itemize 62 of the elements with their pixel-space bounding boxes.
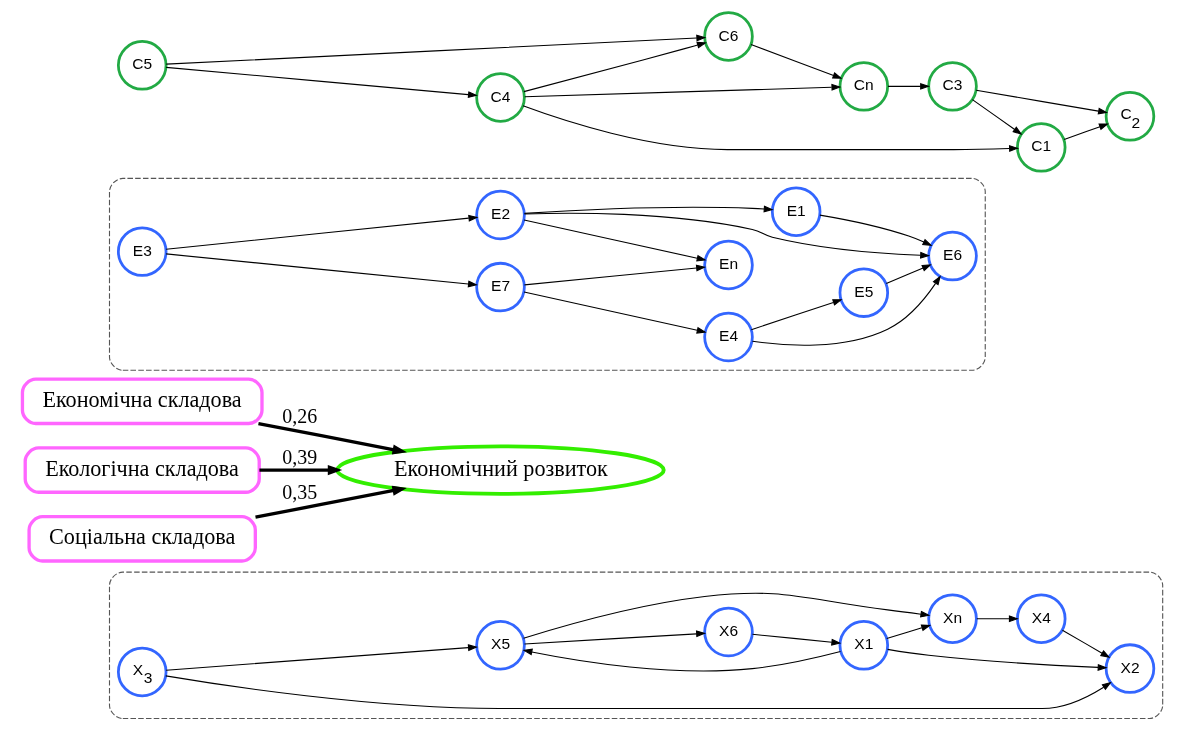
edge-label: 0,26	[281, 404, 317, 427]
arrow	[522, 105, 1019, 153]
arrow	[523, 219, 707, 262]
arrow	[885, 624, 931, 640]
arrow	[165, 644, 478, 671]
node-circle: E2	[474, 189, 526, 241]
arrow	[522, 41, 707, 93]
arrow	[164, 675, 1112, 710]
node-circle: E6	[926, 230, 978, 282]
arrow	[886, 648, 1108, 671]
arrow	[521, 648, 841, 672]
arrow	[749, 43, 842, 79]
node-circle: C1	[1015, 122, 1066, 173]
node-circle: En	[702, 239, 754, 291]
arrow	[751, 633, 841, 646]
node-box: Екологічна складова	[23, 446, 261, 494]
arrow	[165, 34, 706, 65]
arrow	[165, 253, 478, 288]
node-circle: E3	[116, 226, 167, 277]
arrow	[887, 82, 930, 90]
arrow	[885, 264, 932, 285]
arrow	[523, 83, 841, 98]
edge-label: 0,35	[281, 481, 317, 504]
node-circle: Cn	[838, 61, 889, 112]
arrow	[523, 212, 930, 259]
arrow	[523, 205, 774, 214]
node-circle: Xn	[926, 593, 978, 644]
node-circle: E4	[702, 311, 754, 363]
node-circle: X2	[1104, 643, 1155, 694]
node-circle: X1	[838, 620, 889, 671]
node-circle: C3	[926, 61, 978, 112]
node-box: Соціальна складова	[26, 515, 257, 563]
arrow	[523, 264, 706, 286]
node-circle: E7	[474, 261, 526, 313]
arrow	[522, 592, 930, 639]
arrow	[1063, 123, 1109, 141]
node-circle: X6	[702, 606, 754, 658]
arrow	[165, 66, 478, 99]
arrow	[165, 214, 478, 250]
arrow	[750, 299, 843, 331]
arrow	[971, 99, 1022, 135]
arrow	[818, 214, 932, 247]
cluster	[108, 177, 986, 371]
arrow	[751, 275, 941, 346]
node-circle: E5	[838, 267, 889, 318]
arrow	[254, 485, 407, 519]
node-circle: C6	[702, 11, 754, 62]
arrow	[975, 615, 1019, 623]
edge-label: 0,39	[281, 445, 317, 468]
node-box: Економічна складова	[20, 377, 264, 426]
arrow	[975, 89, 1108, 115]
node-circle: X5	[474, 620, 526, 671]
node-circle: X4	[1015, 593, 1066, 644]
cluster	[108, 571, 1163, 720]
arrow	[523, 291, 707, 334]
arrow	[1061, 629, 1110, 658]
arrow	[257, 421, 407, 455]
arrow	[523, 630, 706, 645]
node-circle: C5	[116, 40, 167, 91]
node-circle: E1	[770, 186, 821, 237]
node-circle: C4	[474, 72, 526, 123]
arrow	[258, 465, 342, 476]
